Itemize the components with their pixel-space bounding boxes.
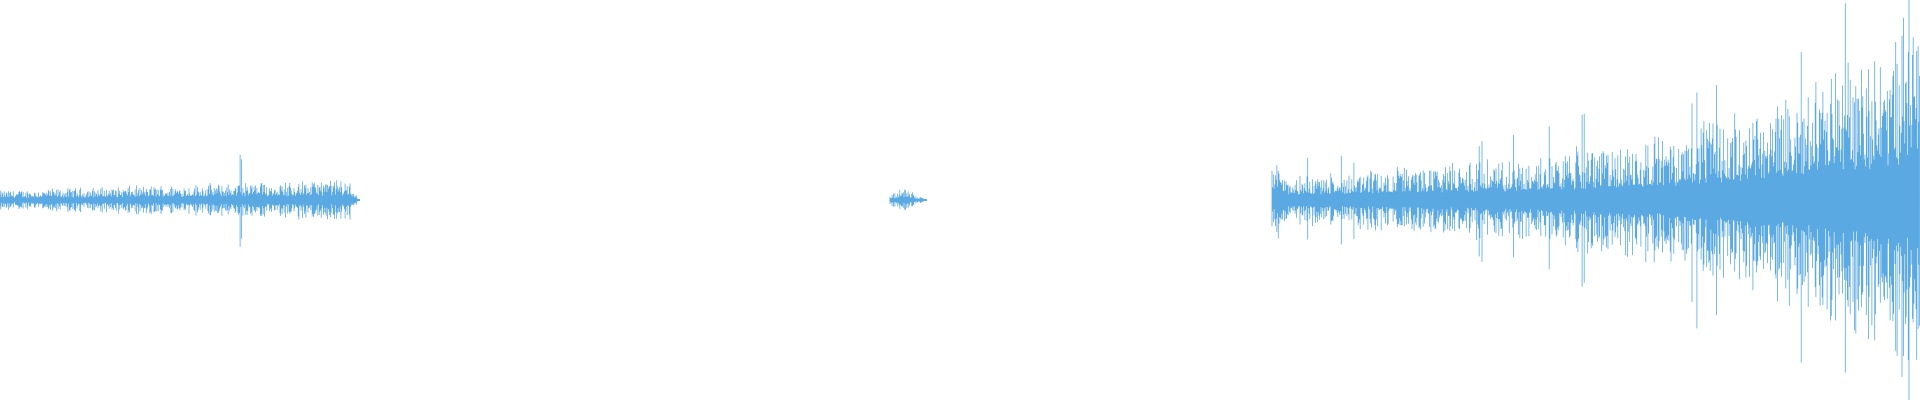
waveform-bars [0, 0, 1920, 400]
waveform-view[interactable] [0, 0, 1920, 400]
audio-waveform[interactable] [0, 0, 1920, 400]
